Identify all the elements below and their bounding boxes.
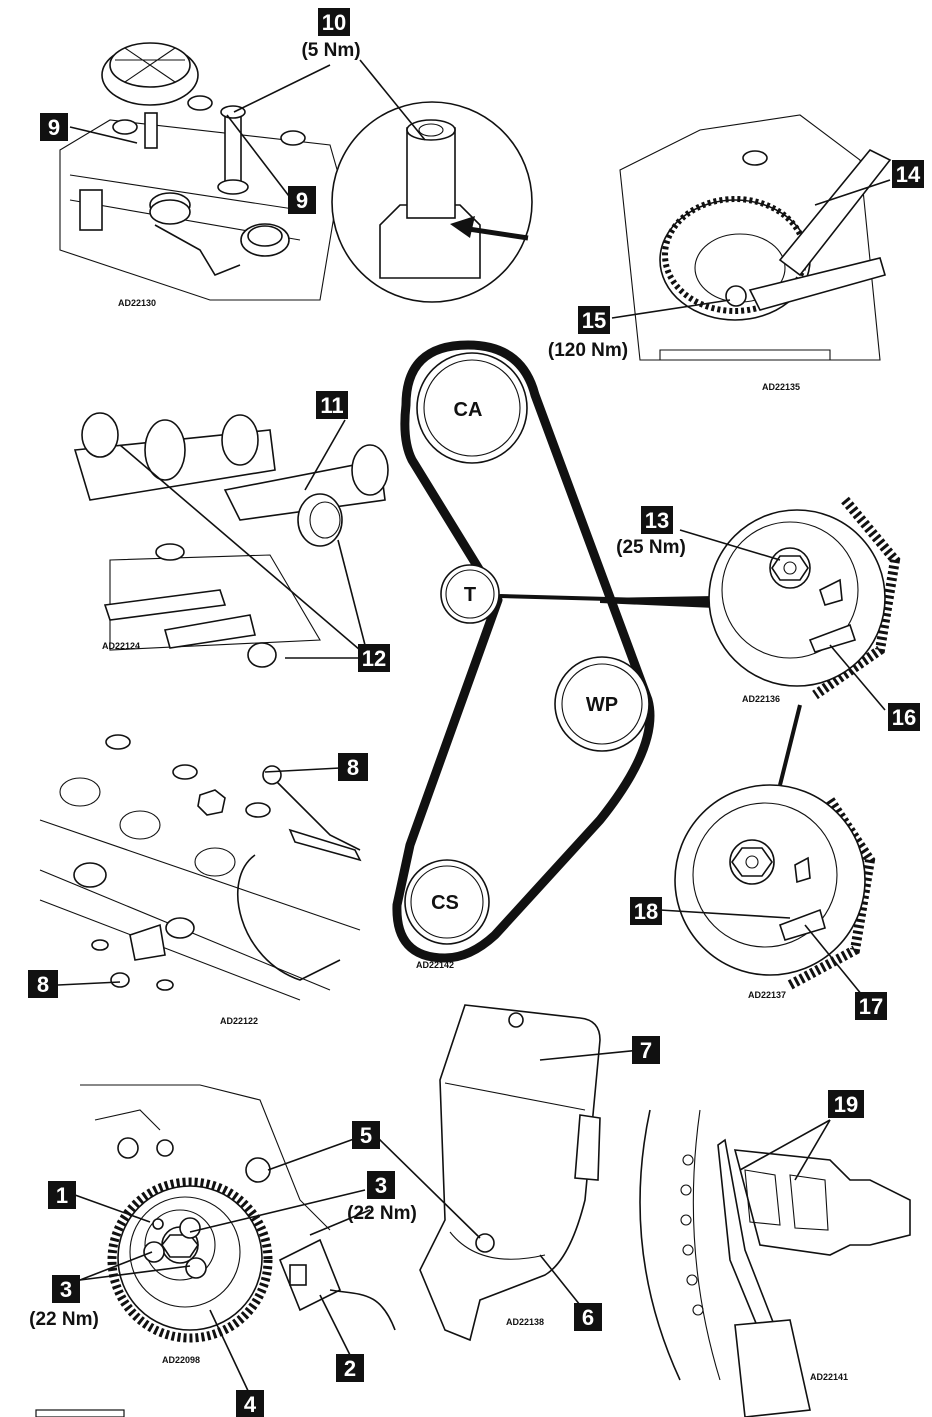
svg-text:2: 2 (344, 1356, 356, 1381)
callout-11: 11 (316, 391, 348, 419)
callout-16: 16 (888, 703, 920, 731)
camshaft-sprocket-illustration (611, 114, 892, 361)
svg-text:1: 1 (56, 1183, 68, 1208)
svg-text:(120 Nm): (120 Nm) (548, 340, 628, 361)
ref-ad22138: AD22138 (506, 1317, 544, 1327)
callout-12: 12 (358, 644, 390, 672)
svg-text:9: 9 (296, 188, 308, 213)
svg-text:18: 18 (634, 899, 658, 924)
callout-5: 5 (352, 1121, 380, 1149)
pulley-label-t: T (464, 584, 476, 606)
callout-9-lower: 9 (288, 186, 316, 214)
callout-19: 19 (828, 1090, 864, 1118)
valve-cover-illustration (59, 42, 341, 301)
svg-text:8: 8 (37, 972, 49, 997)
cylinder-head-illustration (39, 734, 362, 1001)
callout-2: 2 (336, 1354, 364, 1382)
callout-15: 15 (120 Nm) (548, 306, 628, 361)
ref-ad22122: AD22122 (220, 1016, 258, 1026)
pulley-label-wp: WP (586, 694, 618, 716)
bolt-zoom-detail (331, 59, 533, 303)
belt-routing: CA T WP CS (392, 340, 716, 963)
camshaft-pulley (416, 352, 528, 464)
svg-text:6: 6 (582, 1305, 594, 1330)
svg-text:9: 9 (48, 115, 60, 140)
svg-text:3: 3 (375, 1173, 387, 1198)
svg-text:12: 12 (362, 646, 386, 671)
camshaft-illustration (73, 412, 389, 668)
svg-text:(22 Nm): (22 Nm) (29, 1309, 99, 1330)
callout-9-upper: 9 (40, 113, 68, 141)
svg-text:(22 Nm): (22 Nm) (347, 1203, 417, 1224)
tensioner-pulley (440, 564, 500, 624)
callout-3-left: 3 (22 Nm) (29, 1275, 99, 1330)
water-pump-pulley (554, 656, 650, 752)
svg-text:15: 15 (582, 308, 606, 333)
svg-text:(5 Nm): (5 Nm) (301, 40, 360, 61)
callout-13: 13 (25 Nm) (616, 506, 686, 558)
svg-text:7: 7 (640, 1038, 652, 1063)
ref-ad22141: AD22141 (810, 1372, 848, 1382)
ref-ad22135: AD22135 (762, 382, 800, 392)
detail-connector (778, 704, 802, 786)
svg-text:3: 3 (60, 1277, 72, 1302)
svg-text:10: 10 (322, 10, 346, 35)
tensioner-detail-upper (679, 496, 901, 711)
svg-text:(25 Nm): (25 Nm) (616, 537, 686, 558)
callout-8-lower: 8 (28, 970, 58, 998)
callout-8-upper: 8 (338, 753, 368, 781)
pulley-label-ca: CA (454, 399, 483, 421)
ref-ad22130: AD22130 (118, 298, 156, 308)
callout-14: 14 (892, 160, 924, 188)
callout-17: 17 (855, 992, 887, 1020)
callout-1: 1 (48, 1181, 76, 1209)
crankshaft-pulley-illustration (74, 1084, 396, 1396)
svg-text:13: 13 (645, 508, 669, 533)
callout-3-right: 3 (22 Nm) (347, 1171, 417, 1224)
ref-ad22136: AD22136 (742, 694, 780, 704)
svg-text:11: 11 (320, 393, 343, 418)
svg-text:14: 14 (896, 162, 921, 187)
flywheel-lock-illustration (639, 1109, 911, 1417)
timing-belt (392, 340, 655, 963)
ref-ad22137: AD22137 (748, 990, 786, 1000)
crankshaft-pulley (404, 859, 490, 945)
ref-ad22124: AD22124 (102, 641, 140, 651)
callout-4: 4 (236, 1390, 264, 1417)
callout-6: 6 (574, 1303, 602, 1331)
ref-ad22142: AD22142 (416, 960, 454, 970)
svg-text:16: 16 (892, 705, 916, 730)
callout-18: 18 (630, 897, 662, 925)
svg-text:5: 5 (360, 1123, 372, 1148)
svg-text:8: 8 (347, 755, 359, 780)
svg-text:17: 17 (859, 994, 883, 1019)
corner-frame (35, 1409, 125, 1417)
timing-cover-illustration (377, 1004, 641, 1342)
svg-text:4: 4 (244, 1392, 257, 1417)
callout-10: 10 (5 Nm) (301, 8, 361, 61)
tensioner-detail-lower (659, 784, 876, 996)
callout-7: 7 (632, 1036, 660, 1064)
ref-ad22098: AD22098 (162, 1355, 200, 1365)
pulley-label-cs: CS (431, 892, 459, 914)
svg-text:19: 19 (834, 1092, 858, 1117)
